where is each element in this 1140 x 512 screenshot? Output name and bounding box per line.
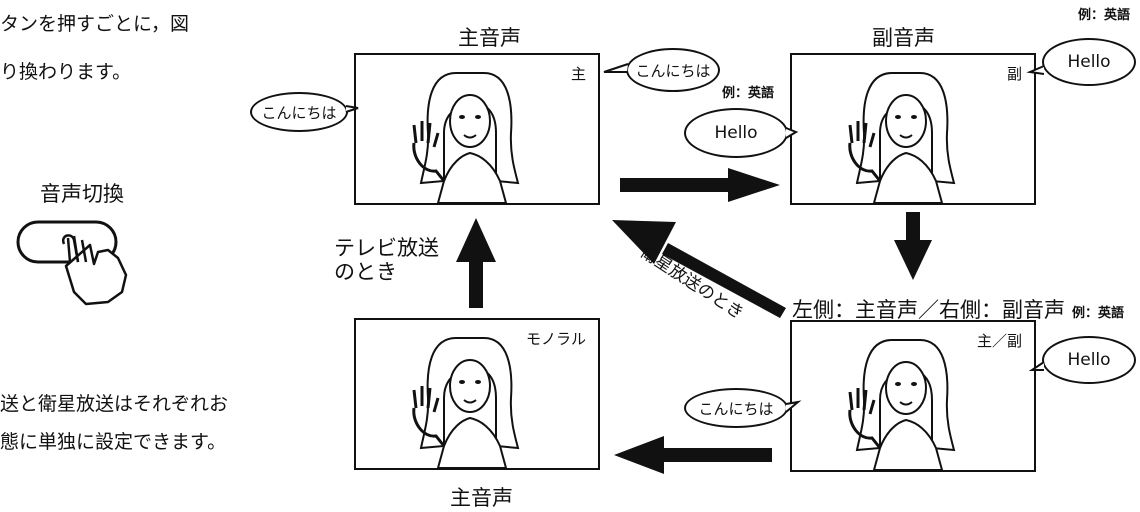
example-english-label-bottom: 例：英語 (1072, 306, 1125, 321)
note-line-2: 態に単独に設定できます。 (0, 431, 227, 453)
screen-tag-sub: 副 (1006, 65, 1022, 83)
speech-bubble-hello-bottom-right: Hello (1042, 336, 1136, 384)
arrow-right-icon (620, 168, 780, 202)
woman-waving-icon (412, 337, 520, 469)
bubble-text: Hello (714, 123, 758, 143)
speech-bubble-hello-right: Hello (1042, 38, 1136, 86)
screen-sub-audio: 副 (790, 53, 1036, 205)
arrow-diagonal-icon (612, 220, 786, 318)
woman-waving-icon (848, 72, 956, 204)
screen-main-sub-audio: 主／副 (790, 320, 1036, 472)
screen-tag-main: 主 (570, 65, 586, 83)
bubble-text: こんにちは (635, 61, 711, 80)
arrow-down-icon (894, 212, 932, 280)
tv-broadcast-label: テレビ放送 のとき (334, 236, 439, 284)
audio-switch-label: 音声切換 (40, 182, 124, 206)
instruction-line-2: り換わります。 (0, 61, 132, 83)
example-english-label-top: 例：英語 (1078, 8, 1131, 23)
instruction-line-1: タンを押すごとに，図 (0, 13, 190, 35)
screen-main-audio: 主 (354, 53, 600, 205)
example-english-label-mid: 例：英語 (722, 86, 775, 101)
arrow-up-icon (456, 218, 496, 308)
note-line-1: 送と衛星放送はそれぞれお (0, 393, 229, 415)
speech-bubble-konnichiwa-bottom: こんにちは (684, 388, 788, 428)
bubble-text: Hello (1067, 52, 1111, 72)
title-main-audio-top: 主音声 (458, 26, 521, 50)
title-main-audio-bottom: 主音声 (450, 486, 513, 510)
speech-bubble-hello-left: Hello (684, 108, 788, 158)
bubble-text: こんにちは (698, 399, 774, 418)
screen-tag-main-sub: 主／副 (976, 332, 1022, 350)
woman-waving-icon (412, 72, 520, 204)
bubble-text: Hello (1067, 350, 1111, 370)
screen-tag-mono: モノラル (525, 330, 586, 348)
tv-label-line-2: のとき (334, 260, 397, 285)
bubble-text: こんにちは (261, 103, 337, 122)
caption-left-main-right-sub: 左側：主音声／右側：副音声 (792, 298, 1065, 322)
screen-mono: モノラル (354, 318, 600, 470)
arrow-left-icon (614, 436, 772, 474)
tv-label-line-1: テレビ放送 (334, 236, 439, 260)
woman-waving-icon (848, 339, 956, 471)
title-sub-audio: 副音声 (872, 26, 935, 50)
speech-bubble-konnichiwa-top: こんにちは (626, 48, 720, 92)
